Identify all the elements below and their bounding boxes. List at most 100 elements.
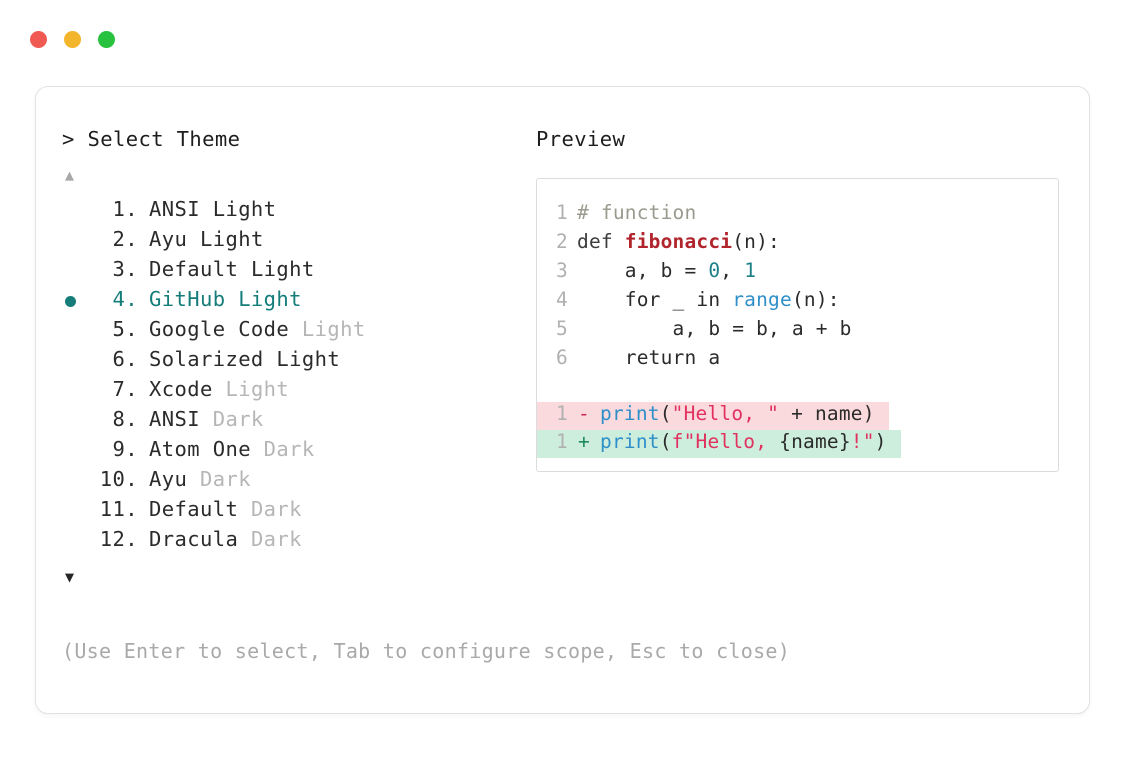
theme-item-name: GitHub: [149, 286, 226, 311]
scroll-up-arrow-icon[interactable]: ▲: [65, 165, 75, 184]
theme-item-variant: Light: [187, 226, 264, 251]
diff-token: print: [600, 401, 660, 425]
diff-token: print: [600, 429, 660, 453]
theme-item-variant: Light: [225, 286, 302, 311]
code-token: # function: [577, 200, 697, 224]
page-title: > Select Theme: [62, 127, 241, 151]
code-token: a, b = b, a + b: [577, 316, 852, 340]
code-line-number: 1: [556, 200, 568, 224]
code-token: (n):: [791, 287, 840, 311]
theme-item-index: 10.: [99, 466, 138, 491]
theme-item-index: 11.: [99, 496, 138, 521]
selection-bullet-slot: [62, 437, 90, 467]
theme-item-variant: Dark: [199, 406, 264, 431]
window-traffic-lights: [30, 31, 115, 48]
theme-item-name: Xcode: [149, 376, 213, 401]
theme-item-variant: Dark: [250, 436, 315, 461]
code-line: 4 for _ in range(n):: [537, 288, 1058, 317]
diff-token: "Hello, ": [671, 401, 780, 425]
diff-token: (: [659, 429, 672, 453]
window-close-button[interactable]: [30, 31, 47, 48]
selection-bullet-slot: [62, 347, 90, 377]
code-line-number: 2: [556, 229, 568, 253]
theme-item-variant: Dark: [187, 466, 251, 491]
selection-bullet-slot: [62, 227, 90, 257]
code-line-number: 3: [556, 258, 568, 282]
theme-item-name: ANSI: [149, 406, 200, 431]
theme-item-index: 9.: [112, 436, 138, 461]
code-line: 3 a, b = 0, 1: [537, 259, 1058, 288]
theme-item-index: 1.: [112, 196, 138, 221]
theme-item-index: 12.: [99, 526, 138, 551]
code-line: 6 return a: [537, 346, 1058, 375]
code-token: return a: [577, 345, 721, 369]
selection-bullet-slot: [62, 527, 90, 557]
code-line: 1 # function: [537, 201, 1058, 230]
theme-list-item[interactable]: 6.Solarized Light: [62, 347, 522, 377]
code-token: ,: [720, 258, 745, 282]
theme-list-item[interactable]: 9. Atom One Dark: [62, 437, 522, 467]
diff-token: (: [659, 401, 672, 425]
theme-list-item[interactable]: 11. Default Dark: [62, 497, 522, 527]
theme-list-item[interactable]: 10. Ayu Dark: [62, 467, 522, 497]
code-token: a, b =: [577, 258, 709, 282]
theme-item-index: 2.: [112, 226, 138, 251]
code-line-number: 6: [556, 345, 568, 369]
theme-list-item[interactable]: 2. Ayu Light: [62, 227, 522, 257]
theme-item-index: 6.: [112, 346, 138, 371]
theme-item-name: Ayu: [149, 226, 188, 251]
code-line-number: 5: [556, 316, 568, 340]
theme-list-item[interactable]: 1.ANSI Light: [62, 197, 522, 227]
code-token: 1: [744, 258, 757, 282]
code-token: range: [732, 287, 792, 311]
diff-line-number: 1: [556, 401, 568, 425]
selection-bullet-slot: [62, 377, 90, 407]
code-token: (n):: [732, 229, 780, 253]
theme-item-name: Atom One: [149, 436, 251, 461]
theme-item-variant: Light: [212, 376, 290, 401]
diff-token: f"Hello,: [671, 429, 780, 453]
theme-item-variant: Dark: [238, 496, 302, 521]
scroll-down-arrow-icon[interactable]: ▼: [65, 567, 75, 586]
code-token: def: [577, 229, 625, 253]
diff-token: + name): [779, 401, 875, 425]
theme-list-item[interactable]: 5.Google Code Light: [62, 317, 522, 347]
diff-line-number: 1: [556, 429, 568, 453]
theme-item-name: Ayu: [149, 466, 188, 491]
diff-line-removed: 1-print("Hello, " + name): [537, 401, 889, 430]
theme-list-item[interactable]: 3.Default Light: [62, 257, 522, 287]
selected-bullet-icon: [65, 296, 76, 307]
code-token: 0: [708, 258, 721, 282]
theme-item-name: Google Code: [149, 316, 290, 341]
keyboard-hint-text: (Use Enter to select, Tab to configure s…: [62, 639, 791, 663]
diff-block: 1-print("Hello, " + name)1+print(f"Hello…: [537, 401, 1058, 458]
theme-item-index: 7.: [112, 376, 138, 401]
code-line: 5 a, b = b, a + b: [537, 317, 1058, 346]
theme-item-variant: Light: [289, 316, 366, 341]
selection-bullet-slot: [62, 287, 90, 317]
diff-line-added: 1+print(f"Hello, {name}!"): [537, 429, 901, 458]
theme-list-item[interactable]: 8. ANSI Dark: [62, 407, 522, 437]
theme-item-variant: Light: [199, 196, 277, 221]
theme-list-item[interactable]: 12.Dracula Dark: [62, 527, 522, 557]
window-minimize-button[interactable]: [64, 31, 81, 48]
selection-bullet-slot: [62, 497, 90, 527]
theme-list-item[interactable]: 4.GitHub Light: [62, 287, 522, 317]
theme-item-index: 8.: [112, 406, 138, 431]
selection-bullet-slot: [62, 467, 90, 497]
theme-item-name: Dracula: [149, 526, 239, 551]
diff-token: !": [850, 429, 875, 453]
code-line-number: 4: [556, 287, 568, 311]
theme-item-name: Default: [149, 496, 239, 521]
diff-sign: +: [578, 429, 590, 453]
theme-item-variant: Light: [238, 256, 315, 281]
window-maximize-button[interactable]: [98, 31, 115, 48]
theme-list-item[interactable]: 7. Xcode Light: [62, 377, 522, 407]
theme-item-name: Default: [149, 256, 239, 281]
